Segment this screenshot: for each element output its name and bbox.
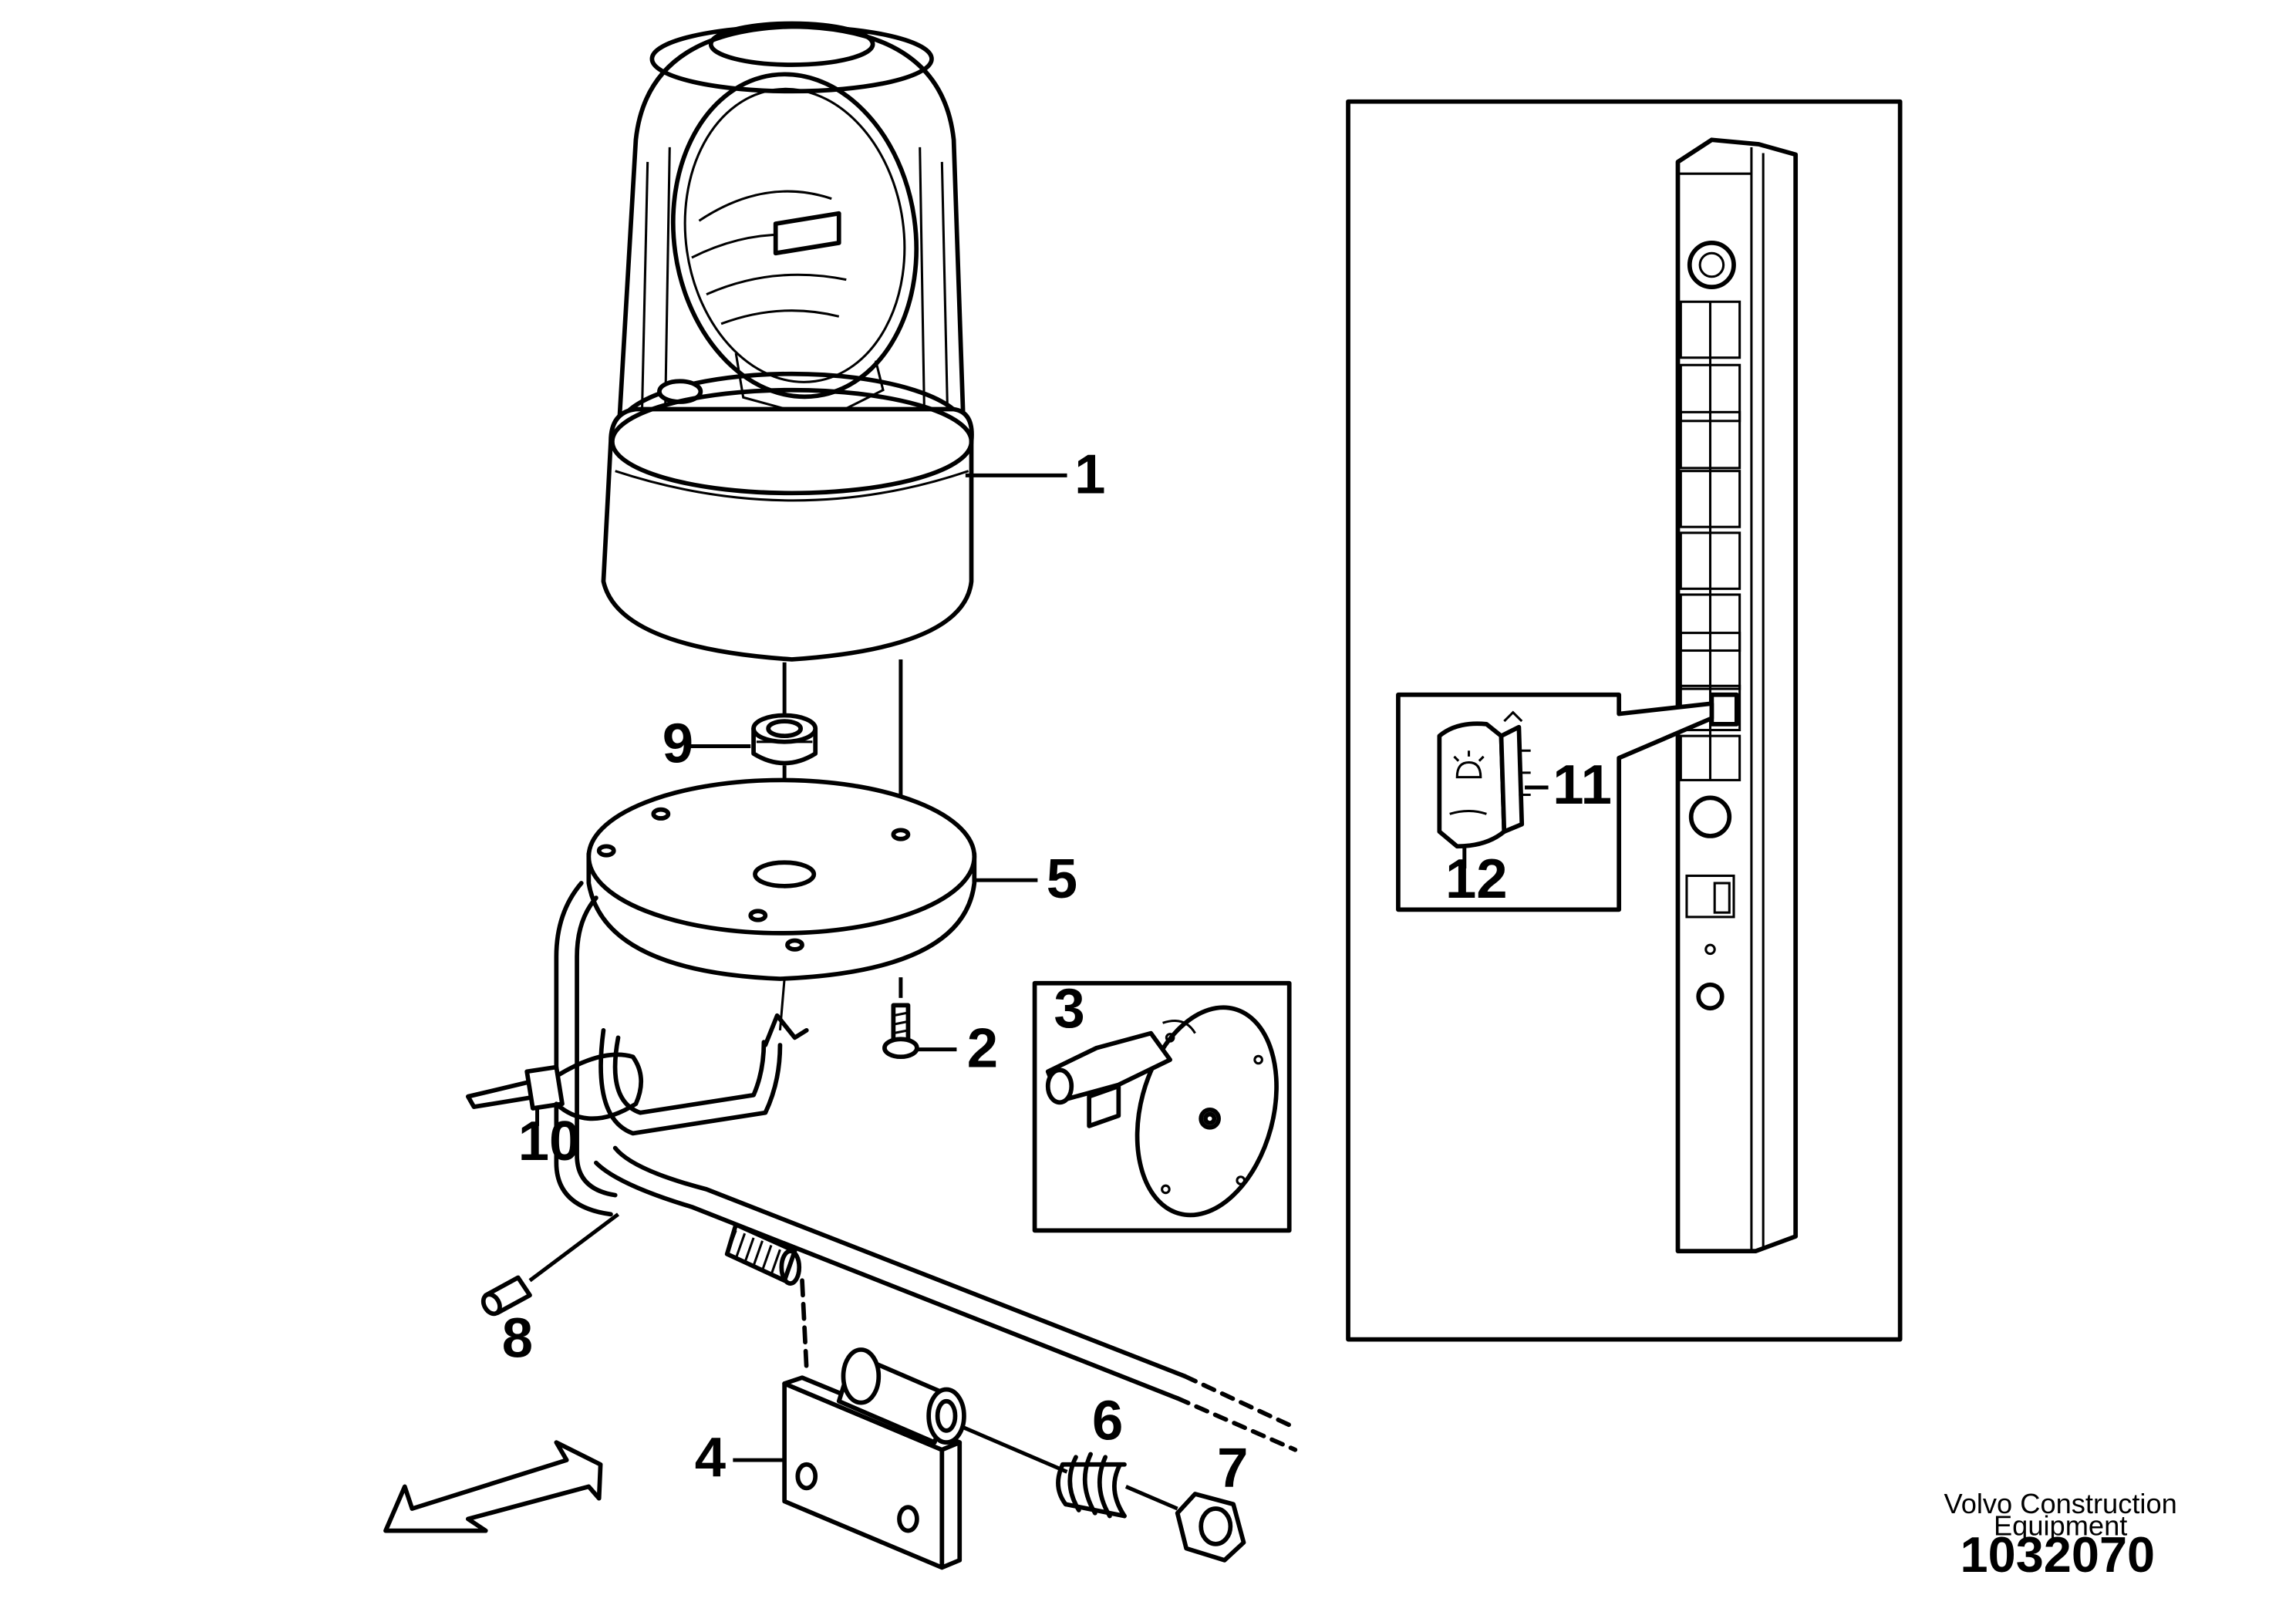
inset-magnetic-base bbox=[1032, 980, 1292, 1233]
inset-switch-panel bbox=[1346, 99, 1903, 1342]
spring bbox=[1056, 1452, 1178, 1519]
callout-6: 6 bbox=[1092, 1389, 1123, 1452]
callout-10: 10 bbox=[518, 1110, 581, 1172]
beacon-rocker-switch bbox=[1437, 710, 1531, 849]
callout-12: 12 bbox=[1445, 848, 1508, 910]
callout-7: 7 bbox=[1217, 1436, 1248, 1499]
callout-4: 4 bbox=[695, 1426, 726, 1489]
mounting-plate bbox=[586, 777, 977, 981]
cable-tie bbox=[465, 1052, 644, 1126]
rotating-beacon bbox=[601, 21, 974, 662]
branding-block: Volvo Construction Equipment 1032070 bbox=[1944, 1488, 2177, 1583]
direction-arrow-icon bbox=[383, 1440, 603, 1533]
nut bbox=[1175, 1492, 1246, 1563]
callout-5: 5 bbox=[1047, 848, 1077, 910]
grommet bbox=[751, 713, 818, 766]
beacon-switch-symbol-icon bbox=[1453, 750, 1485, 779]
bolt bbox=[882, 977, 919, 1060]
callout-2: 2 bbox=[967, 1017, 998, 1080]
brand-line-2: Equipment bbox=[1994, 1509, 2127, 1541]
callout-1: 1 bbox=[1074, 443, 1105, 505]
callout-9: 9 bbox=[663, 713, 693, 775]
brand-line-1: Volvo Construction bbox=[1944, 1488, 2177, 1519]
cable-harness bbox=[528, 881, 1298, 1452]
callout-3: 3 bbox=[1054, 977, 1084, 1040]
callout-11: 11 bbox=[1553, 754, 1612, 816]
bracket bbox=[782, 1347, 1068, 1570]
document-number: 1032070 bbox=[1961, 1526, 2156, 1583]
pin bbox=[480, 1275, 532, 1317]
callout-8: 8 bbox=[502, 1307, 533, 1369]
